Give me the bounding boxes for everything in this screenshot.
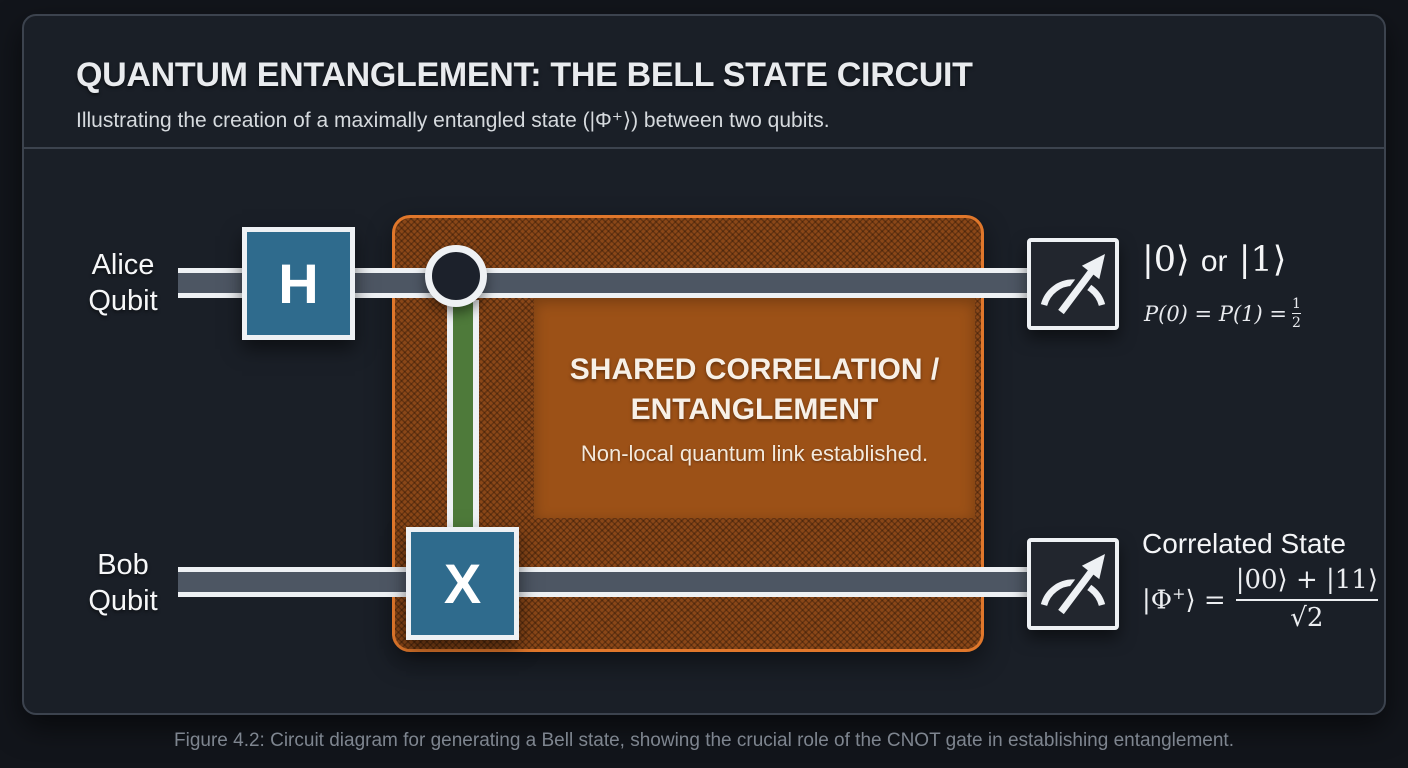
alice-measurement-gate bbox=[1027, 238, 1119, 330]
alice-output-ket1: |1⟩ bbox=[1238, 240, 1287, 280]
alice-probability-prefix: P(0) = P(1) = bbox=[1144, 301, 1287, 326]
entanglement-title: SHARED CORRELATION / ENTANGLEMENT bbox=[569, 352, 940, 427]
cnot-target-gate-label: X bbox=[443, 552, 482, 615]
bob-qubit-label: Bob Qubit bbox=[60, 547, 186, 619]
measurement-gauge-icon bbox=[1040, 554, 1106, 619]
bob-qubit-wire bbox=[178, 567, 1027, 597]
bob-output-state-formula: |Φ+⟩ = |00⟩ + |11⟩ √2 bbox=[1142, 565, 1378, 634]
bob-output-title: Correlated State bbox=[1142, 528, 1346, 559]
alice-qubit-label-line2: Qubit bbox=[88, 285, 158, 317]
alice-output-state: |0⟩ or |1⟩ bbox=[1142, 240, 1286, 280]
bell-state-denominator: √2 bbox=[1235, 598, 1378, 634]
alice-qubit-label-line1: Alice bbox=[91, 249, 155, 281]
alice-output-probability: P(0) = P(1) = 1 2 bbox=[1144, 297, 1301, 330]
alice-probability-fraction: 1 2 bbox=[1291, 296, 1301, 331]
alice-qubit-label: Alice Qubit bbox=[60, 247, 186, 319]
figure-caption: Figure 4.2: Circuit diagram for generati… bbox=[174, 730, 1234, 751]
hadamard-gate-label: H bbox=[278, 252, 319, 315]
entanglement-panel: SHARED CORRELATION / ENTANGLEMENT Non-lo… bbox=[534, 298, 975, 518]
alice-output-ket0: |0⟩ bbox=[1142, 240, 1190, 280]
header-divider bbox=[24, 147, 1384, 149]
cnot-control-dot bbox=[425, 245, 487, 307]
bob-qubit-label-line1: Bob bbox=[97, 549, 149, 581]
bell-state-numerator: |00⟩ + |11⟩ bbox=[1235, 565, 1378, 595]
bob-qubit-label-line2: Qubit bbox=[88, 585, 158, 617]
cnot-connector-line bbox=[447, 300, 479, 532]
measurement-gauge-icon bbox=[1040, 254, 1106, 319]
bob-measurement-gate bbox=[1027, 538, 1119, 630]
entanglement-subtitle: Non-local quantum link established. bbox=[580, 440, 929, 466]
figure-subtitle: Illustrating the creation of a maximally… bbox=[76, 109, 830, 132]
fraction-denominator: 2 bbox=[1291, 313, 1301, 331]
bell-state-lhs: |Φ+⟩ = bbox=[1142, 584, 1226, 616]
figure-title: QUANTUM ENTANGLEMENT: THE BELL STATE CIR… bbox=[76, 56, 973, 94]
cnot-target-gate: X bbox=[406, 527, 519, 640]
bell-state-fraction: |00⟩ + |11⟩ √2 bbox=[1235, 565, 1378, 634]
alice-output-or: or bbox=[1200, 245, 1228, 278]
fraction-numerator: 1 bbox=[1291, 296, 1301, 312]
hadamard-gate: H bbox=[242, 227, 355, 340]
